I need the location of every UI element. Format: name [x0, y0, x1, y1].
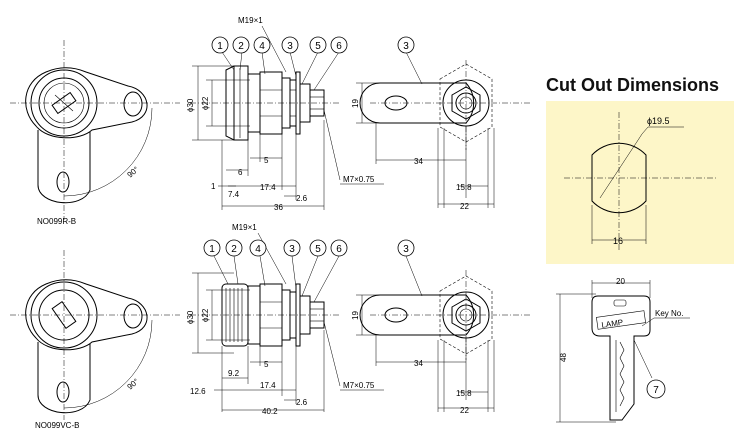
- phi22-label: ϕ22: [201, 308, 210, 322]
- cutout-dia-label: ϕ19.5: [647, 116, 670, 126]
- dim-17-4: 17.4: [260, 183, 276, 192]
- part-bubble: 2: [225, 239, 243, 257]
- part-bubble: 3: [397, 239, 415, 257]
- dim-22: 22: [460, 202, 469, 211]
- dim-5: 5: [264, 156, 269, 165]
- phi30-label: ϕ30: [186, 310, 195, 324]
- part-bubble: 3: [397, 36, 415, 54]
- side-view-bottom: ϕ30 ϕ22 M19×1 1 2 4 3 5 6 5 9.2 12.6 17.…: [186, 223, 384, 416]
- part-bubble: 5: [309, 239, 327, 257]
- dim-15-8: 15.8: [456, 389, 472, 398]
- dim-40-2: 40.2: [262, 407, 278, 416]
- svg-text:6: 6: [336, 244, 342, 255]
- dim-19: 19: [351, 311, 360, 320]
- dim-17-4: 17.4: [260, 381, 276, 390]
- phi22-label: ϕ22: [201, 96, 210, 110]
- part-bubble: 3: [281, 36, 299, 54]
- dim-15-8: 15.8: [456, 183, 472, 192]
- cutout-title: Cut Out Dimensions: [546, 75, 719, 95]
- cutout-box: [546, 101, 734, 264]
- part-bubble: 1: [203, 239, 221, 257]
- m7-label: M7×0.75: [343, 381, 375, 390]
- svg-text:1: 1: [209, 244, 215, 255]
- dim-36: 36: [274, 203, 283, 212]
- rear-view-top: 19 34 15.8 22 3: [351, 36, 530, 211]
- svg-text:3: 3: [287, 41, 293, 52]
- svg-text:2: 2: [231, 244, 237, 255]
- key-brand: LAMP: [601, 318, 624, 330]
- side-view-top: ϕ30 ϕ22 M19×1 1 2 4 3 5 6 5 6 1 17.4 7.4: [186, 16, 384, 212]
- svg-text:6: 6: [336, 41, 342, 52]
- svg-text:3: 3: [289, 244, 295, 255]
- svg-text:5: 5: [315, 244, 321, 255]
- dim-1: 1: [211, 182, 216, 191]
- dim-6: 6: [238, 168, 243, 177]
- thread-label: M19×1: [232, 223, 257, 232]
- part-bubble: 4: [249, 239, 267, 257]
- part-bubble: 5: [309, 36, 327, 54]
- svg-text:3: 3: [403, 244, 409, 255]
- part-bubble: 1: [211, 36, 229, 54]
- svg-text:7: 7: [653, 385, 659, 396]
- part-bubble: 4: [253, 36, 271, 54]
- dim-34: 34: [414, 359, 423, 368]
- part-bubble: 6: [330, 239, 348, 257]
- dim-2-6: 2.6: [296, 398, 308, 407]
- angle-label: 90°: [126, 377, 141, 392]
- key-no-label: Key No.: [655, 309, 683, 318]
- dim-22: 22: [460, 406, 469, 415]
- thread-label: M19×1: [238, 16, 263, 25]
- dim-34: 34: [414, 157, 423, 166]
- rear-view-bottom: 19 34 15.8 22 3: [351, 239, 530, 415]
- phi30-label: ϕ30: [186, 98, 195, 112]
- cutout-flat-label: 16: [613, 236, 623, 246]
- m7-label: M7×0.75: [343, 175, 375, 184]
- key-drawing: 20 48 LAMP Key No. 7: [556, 277, 690, 423]
- svg-text:2: 2: [238, 41, 244, 52]
- dim-7-4: 7.4: [228, 190, 240, 199]
- part-bubble: 6: [330, 36, 348, 54]
- part-bubble: 7: [646, 379, 666, 399]
- angle-label: 90°: [126, 165, 141, 180]
- front-view-bottom: 90° NO099VC-B: [10, 250, 180, 430]
- svg-text:4: 4: [259, 41, 265, 52]
- svg-text:1: 1: [217, 41, 223, 52]
- model-label: NO099R-B: [37, 217, 76, 226]
- svg-text:4: 4: [255, 244, 261, 255]
- svg-text:5: 5: [315, 41, 321, 52]
- svg-text:3: 3: [403, 41, 409, 52]
- dim-19: 19: [351, 99, 360, 108]
- cutout-panel: Cut Out Dimensions ϕ19.5 16: [546, 75, 734, 264]
- key-height-label: 48: [559, 353, 568, 362]
- model-label: NO099VC-B: [35, 421, 79, 430]
- dim-5: 5: [264, 360, 269, 369]
- key-width-label: 20: [616, 277, 625, 286]
- part-bubble: 3: [283, 239, 301, 257]
- front-view-top: 90° NO099R-B: [10, 40, 180, 226]
- dim-9-2: 9.2: [228, 369, 240, 378]
- dim-2-6: 2.6: [296, 194, 308, 203]
- dim-12-6: 12.6: [190, 387, 206, 396]
- part-bubble: 2: [232, 36, 250, 54]
